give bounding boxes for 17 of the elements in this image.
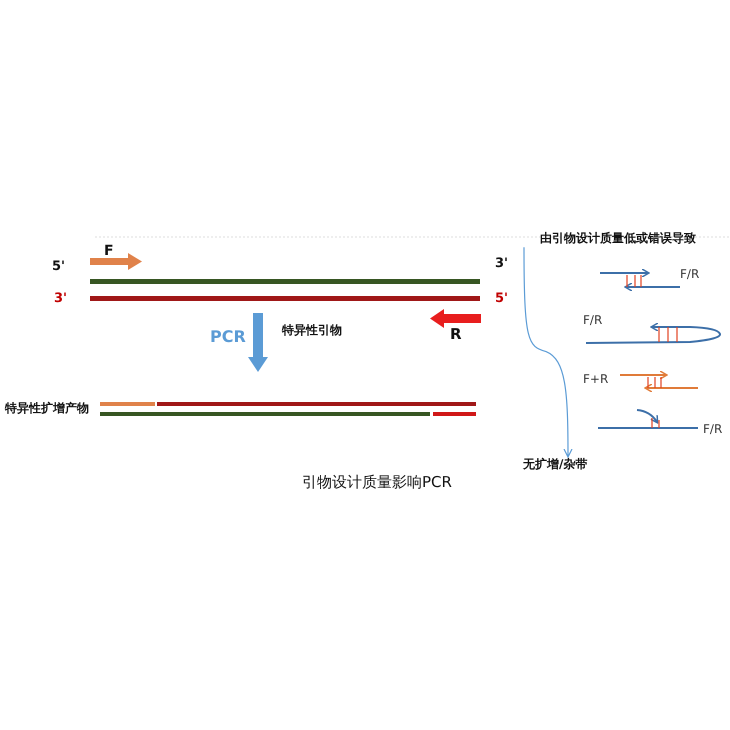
primer-label: F: [104, 244, 114, 260]
primer-type-label: 特异性引物: [282, 324, 342, 338]
strand-end-label: 3': [495, 257, 508, 272]
primer-label: F/R: [680, 268, 700, 282]
strand-end-label: 5': [495, 292, 508, 306]
caption: 引物设计质量影响PCR: [302, 474, 452, 490]
primer-label: F+R: [583, 373, 608, 386]
primer-label: F/R: [583, 314, 602, 328]
process-label: PCR: [210, 328, 246, 346]
product-label: 特异性扩增产物: [5, 402, 89, 416]
result-text: 无扩增/杂带: [523, 458, 588, 472]
strand-end-label: 3': [54, 292, 68, 306]
heading-text: 由引物设计质量低或错误导致: [540, 232, 696, 246]
primer-label: F/R: [703, 423, 722, 436]
strand-end-label: 5': [52, 260, 66, 274]
primer-label: R: [450, 326, 462, 342]
curved-arrow: [523, 247, 573, 458]
